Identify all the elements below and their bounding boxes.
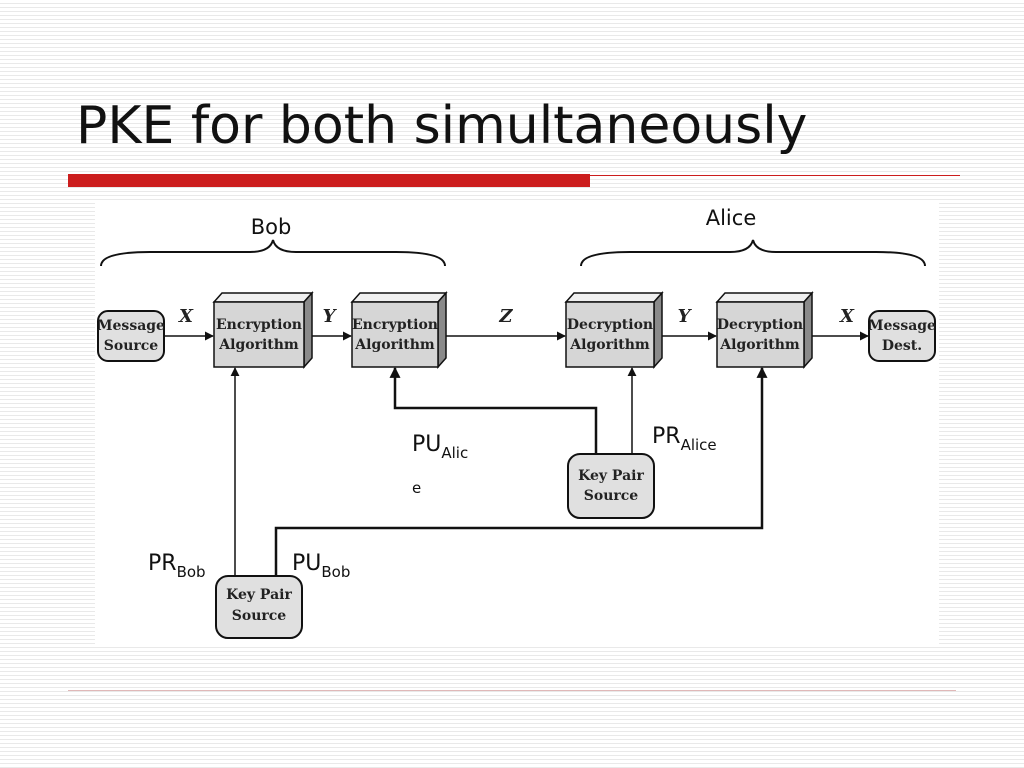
svg-text:Message: Message bbox=[97, 318, 165, 334]
arrow-pu-bob bbox=[274, 366, 768, 576]
encryption-algorithm-box-1: Encryption Algorithm bbox=[212, 291, 314, 369]
arrow-pu-alice bbox=[389, 366, 598, 454]
key-label-pu-alice: PUAlic e bbox=[412, 432, 468, 497]
key-label-pr-bob: PRBob bbox=[148, 551, 206, 581]
key-pair-source-alice: Key Pair Source bbox=[567, 453, 655, 519]
key-label-pu-bob: PUBob bbox=[292, 551, 350, 581]
svg-text:Algorithm: Algorithm bbox=[354, 337, 435, 353]
svg-text:Source: Source bbox=[232, 608, 287, 624]
bob-group-label: Bob bbox=[251, 215, 292, 239]
svg-text:Key Pair: Key Pair bbox=[578, 468, 644, 484]
svg-text:Encryption: Encryption bbox=[352, 317, 438, 333]
footer-rule bbox=[68, 690, 956, 691]
svg-text:Algorithm: Algorithm bbox=[569, 337, 650, 353]
svg-text:Key Pair: Key Pair bbox=[226, 587, 292, 603]
svg-text:PUBob: PUBob bbox=[292, 551, 350, 581]
var-x-2: X bbox=[839, 306, 855, 327]
svg-text:Message: Message bbox=[868, 318, 936, 334]
svg-text:Algorithm: Algorithm bbox=[218, 337, 299, 353]
key-pair-source-bob: Key Pair Source bbox=[215, 575, 303, 639]
svg-text:Algorithm: Algorithm bbox=[719, 337, 800, 353]
svg-text:Source: Source bbox=[104, 338, 159, 354]
message-dest-box: Message Dest. bbox=[868, 310, 936, 362]
message-source-box: Message Source bbox=[97, 310, 165, 362]
svg-text:PRAlice: PRAlice bbox=[652, 424, 717, 454]
decryption-algorithm-box-2: Decryption Algorithm bbox=[715, 291, 814, 369]
svg-text:PRBob: PRBob bbox=[148, 551, 206, 581]
alice-group-label: Alice bbox=[706, 206, 757, 230]
var-y-2: Y bbox=[678, 306, 693, 327]
var-x-1: X bbox=[178, 306, 194, 327]
key-label-pr-alice: PRAlice bbox=[652, 424, 717, 454]
svg-text:Decryption: Decryption bbox=[567, 317, 653, 333]
svg-text:Decryption: Decryption bbox=[717, 317, 803, 333]
alice-brace bbox=[580, 239, 926, 267]
svg-text:Source: Source bbox=[584, 488, 639, 504]
svg-text:Dest.: Dest. bbox=[882, 338, 922, 354]
encryption-algorithm-box-2: Encryption Algorithm bbox=[350, 291, 448, 369]
title-underline-thin bbox=[590, 175, 960, 176]
bob-brace bbox=[100, 239, 446, 267]
svg-text:e: e bbox=[412, 479, 421, 497]
decryption-algorithm-box-1: Decryption Algorithm bbox=[564, 291, 664, 369]
slide-title: PKE for both simultaneously bbox=[76, 96, 808, 156]
var-z: Z bbox=[498, 306, 513, 327]
svg-text:Encryption: Encryption bbox=[216, 317, 302, 333]
svg-text:PUAlic: PUAlic bbox=[412, 432, 468, 462]
title-underline bbox=[68, 174, 590, 187]
var-y-1: Y bbox=[323, 306, 338, 327]
